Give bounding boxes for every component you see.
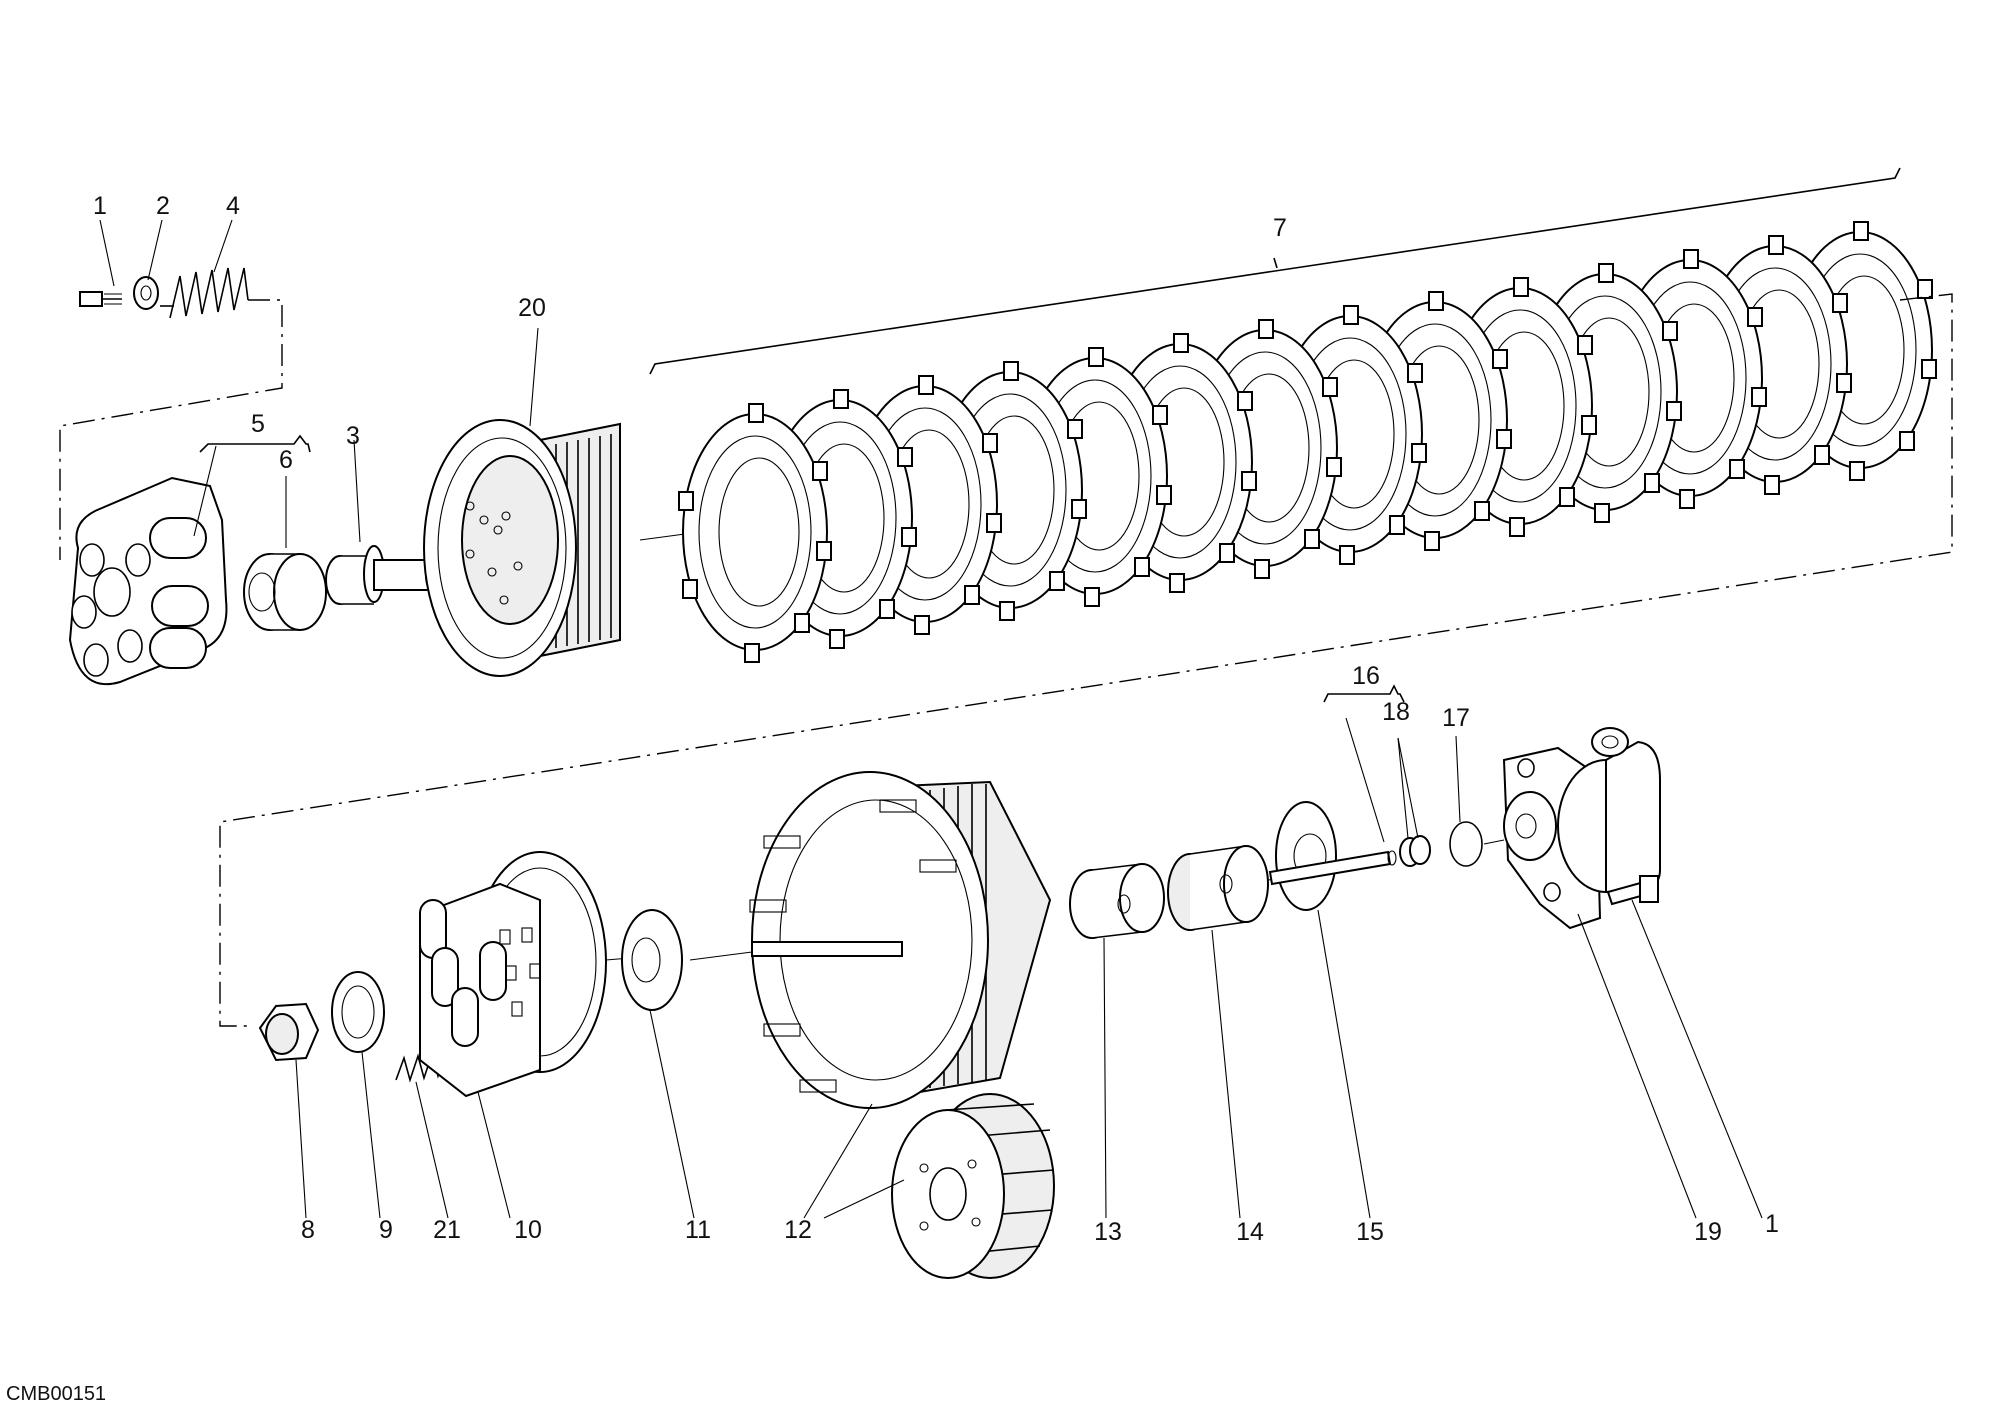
label-part-4: 4 — [226, 192, 240, 220]
label-part-16: 16 — [1352, 662, 1380, 690]
label-part-19: 19 — [1694, 1218, 1722, 1246]
part-20-clutch-drum — [423, 419, 621, 677]
part-6-bearing — [243, 553, 327, 631]
label-part-15: 15 — [1356, 1218, 1384, 1246]
label-part-9: 9 — [379, 1216, 393, 1244]
part-2-washer — [133, 276, 159, 310]
label-part-6: 6 — [279, 446, 293, 474]
part-19-slave-cylinder — [1502, 727, 1661, 930]
part-labels: 1 2 4 7 20 5 6 3 16 18 17 8 9 21 10 11 1… — [6, 192, 1779, 1405]
label-part-11: 11 — [685, 1216, 711, 1244]
label-part-13: 13 — [1094, 1218, 1122, 1246]
label-part-21: 21 — [433, 1216, 461, 1244]
label-part-7: 7 — [1273, 214, 1287, 242]
part-9-lock-washer — [331, 971, 385, 1053]
part-4-spring — [160, 267, 249, 319]
part-14-sleeve — [1167, 845, 1269, 931]
part-1-screw — [79, 291, 122, 307]
label-part-5: 5 — [251, 410, 265, 438]
part-7-clutch-plates — [678, 221, 1937, 663]
label-part-12: 12 — [784, 1216, 812, 1244]
label-part-18: 18 — [1382, 698, 1410, 726]
part-18-seals — [1399, 835, 1431, 867]
part-5-pressure-plate — [68, 476, 228, 686]
label-part-1: 1 — [93, 192, 107, 220]
part-13-bushing — [1069, 863, 1165, 939]
leader-lines — [99, 219, 1763, 1219]
part-16-pushrod — [1268, 850, 1397, 886]
label-part-3: 3 — [346, 422, 360, 450]
part-1-bolt — [1606, 875, 1659, 906]
label-part-2: 2 — [156, 192, 170, 220]
part-12-gear — [891, 1093, 1055, 1279]
part-3-pushrod-cap — [325, 545, 439, 605]
label-part-1-bolt: 1 — [1765, 1210, 1779, 1238]
label-part-8: 8 — [301, 1216, 315, 1244]
label-part-17: 17 — [1442, 704, 1470, 732]
part-10-clutch-hub — [419, 851, 607, 1098]
drawing-code: CMB00151 — [6, 1383, 106, 1405]
label-part-20: 20 — [518, 294, 546, 322]
part-8-nut — [258, 1002, 320, 1062]
part-12-clutch-basket — [749, 771, 1052, 1109]
label-part-10: 10 — [514, 1216, 542, 1244]
part-17-circlip — [1449, 821, 1483, 867]
part-15-washer — [1275, 801, 1337, 911]
label-part-14: 14 — [1236, 1218, 1264, 1246]
part-11-thrust-washer — [621, 909, 683, 1011]
